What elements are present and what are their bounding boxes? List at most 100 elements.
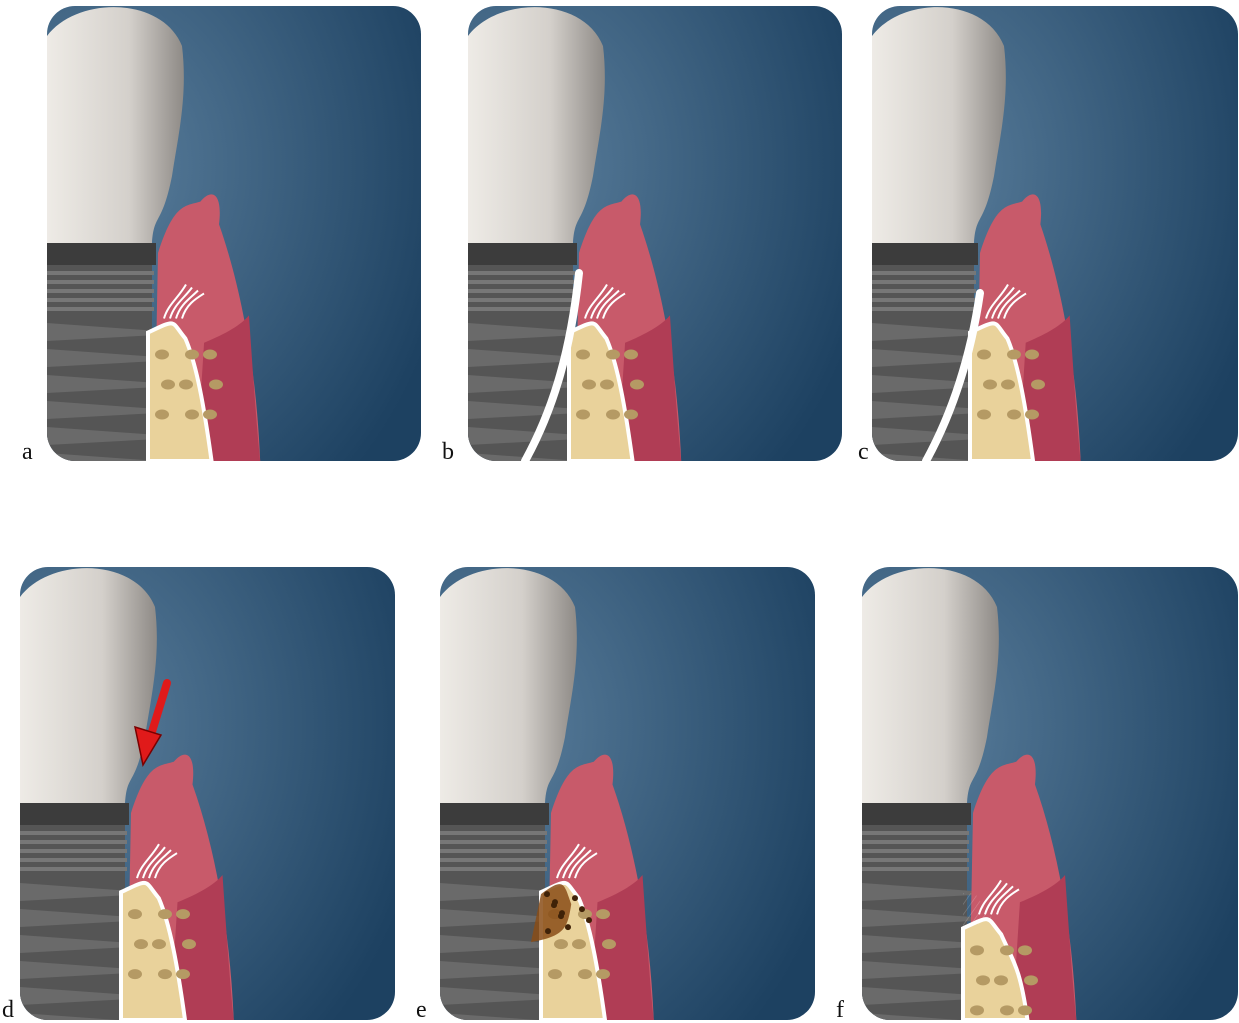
bone-pore xyxy=(576,410,590,420)
illustration xyxy=(872,6,1238,461)
bone-pore xyxy=(1024,975,1038,985)
panel-e xyxy=(440,567,815,1020)
bone-pore xyxy=(596,969,610,979)
infection-spot xyxy=(586,917,592,923)
thread xyxy=(862,849,969,853)
panel-label-c: c xyxy=(858,440,869,464)
panel-a xyxy=(47,6,421,461)
bone-pore xyxy=(600,380,614,390)
panel-label-f: f xyxy=(836,998,844,1022)
bone-pore xyxy=(185,410,199,420)
panel-d xyxy=(20,567,395,1020)
bone-pore xyxy=(970,945,984,955)
infection-spot xyxy=(545,928,551,934)
bone-pore xyxy=(176,909,190,919)
illustration xyxy=(440,567,815,1020)
thread xyxy=(468,280,575,284)
infection-spot xyxy=(559,910,565,916)
abutment-collar xyxy=(20,803,129,825)
abutment-collar xyxy=(47,243,156,265)
bone-pore xyxy=(602,939,616,949)
thread xyxy=(862,831,969,835)
thread xyxy=(440,867,547,871)
bone-pore xyxy=(976,975,990,985)
thread xyxy=(20,867,127,871)
bone-pore xyxy=(578,969,592,979)
panel-label-e: e xyxy=(416,998,427,1022)
bone-pore xyxy=(983,380,997,390)
bone-pore xyxy=(994,975,1008,985)
bone-pore xyxy=(630,380,644,390)
bone-pore xyxy=(1001,380,1015,390)
infection-spot xyxy=(565,924,571,930)
bone-pore xyxy=(182,939,196,949)
thread xyxy=(47,289,154,293)
thread xyxy=(20,840,127,844)
bone-pore xyxy=(596,909,610,919)
thread xyxy=(440,831,547,835)
bone-pore xyxy=(203,410,217,420)
infection-spot xyxy=(572,895,578,901)
panel-f xyxy=(862,567,1238,1020)
thread xyxy=(468,298,575,302)
bone-pore xyxy=(1000,945,1014,955)
bone-pore xyxy=(1007,410,1021,420)
illustration xyxy=(47,6,421,461)
bone-pore xyxy=(548,969,562,979)
bone-pore xyxy=(1000,1005,1014,1015)
bone-pore xyxy=(576,350,590,360)
crown xyxy=(468,7,605,243)
abutment-collar xyxy=(872,243,978,265)
thread xyxy=(440,858,547,862)
panel-label-a: a xyxy=(22,440,33,464)
bone-pore xyxy=(152,939,166,949)
thread xyxy=(47,307,154,311)
bone-pore xyxy=(155,410,169,420)
bone-pore xyxy=(977,410,991,420)
bone-pore xyxy=(554,939,568,949)
bone-pore xyxy=(624,350,638,360)
thread xyxy=(872,298,976,302)
bone-pore xyxy=(1018,1005,1032,1015)
bone-pore xyxy=(161,380,175,390)
thread xyxy=(468,307,575,311)
crown xyxy=(20,568,157,803)
bone-pore xyxy=(176,969,190,979)
panel-c xyxy=(872,6,1238,461)
bone-pore xyxy=(1007,350,1021,360)
bone-pore xyxy=(185,350,199,360)
bone-pore xyxy=(624,410,638,420)
bone-pore xyxy=(134,939,148,949)
bone-pore xyxy=(582,380,596,390)
thread xyxy=(20,858,127,862)
bone-pore xyxy=(203,350,217,360)
abutment-collar xyxy=(440,803,549,825)
panel-label-d: d xyxy=(2,998,14,1022)
bone-pore xyxy=(970,1005,984,1015)
bone-pore xyxy=(1018,945,1032,955)
bone-pore xyxy=(977,350,991,360)
thread xyxy=(468,289,575,293)
thread xyxy=(872,280,976,284)
bone-pore xyxy=(606,350,620,360)
thread xyxy=(20,849,127,853)
crown xyxy=(440,568,577,803)
crown xyxy=(47,7,184,243)
thread xyxy=(872,289,976,293)
illustration xyxy=(468,6,842,461)
thread xyxy=(440,849,547,853)
infection-spot xyxy=(544,891,550,897)
thread xyxy=(468,271,575,275)
thread xyxy=(47,271,154,275)
crown xyxy=(862,568,999,803)
illustration xyxy=(20,567,395,1020)
illustration xyxy=(862,567,1238,1020)
bone-pore xyxy=(572,939,586,949)
thread xyxy=(862,840,969,844)
thread xyxy=(862,858,969,862)
bone-pore xyxy=(1025,410,1039,420)
panel-label-b: b xyxy=(442,440,454,464)
thread xyxy=(47,298,154,302)
thread xyxy=(862,867,969,871)
bone-pore xyxy=(209,380,223,390)
